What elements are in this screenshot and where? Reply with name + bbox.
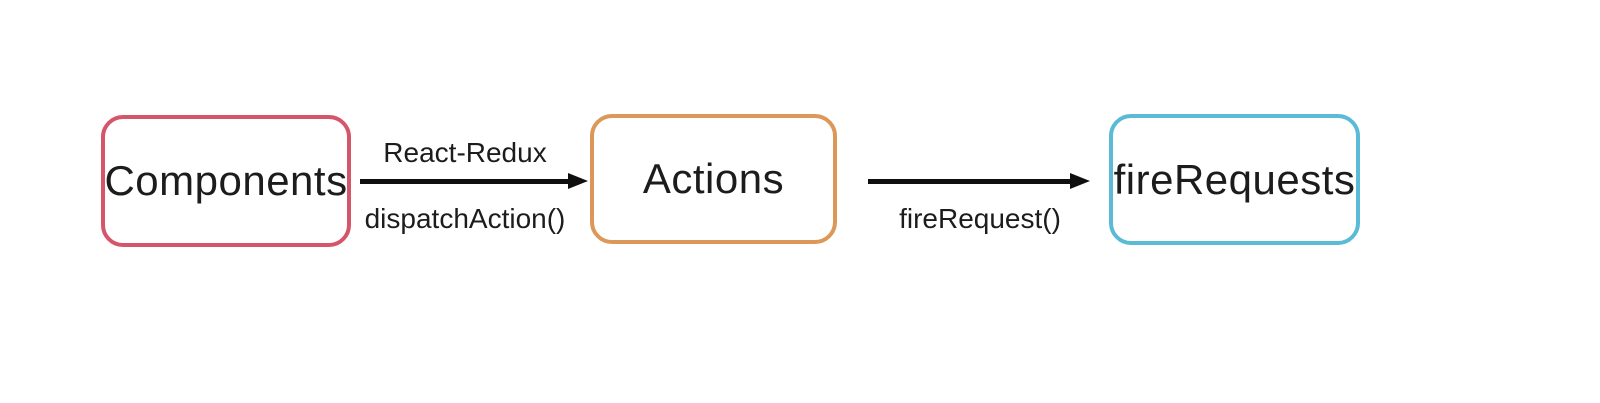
node-actions: Actions — [590, 114, 837, 244]
node-components-label: Components — [104, 157, 348, 204]
edge-components-actions-label-below: dispatchAction() — [364, 203, 566, 234]
edge-actions-firerequests-arrowhead-icon — [1070, 173, 1090, 189]
node-actions-label: Actions — [642, 155, 785, 202]
edge-components-actions-arrowhead-icon — [568, 173, 588, 189]
node-components: Components — [101, 115, 351, 247]
edge-components-actions-label-above: React-Redux — [383, 137, 547, 168]
edge-actions-firerequests-label-below: fireRequest() — [899, 203, 1061, 234]
edge-actions-firerequests-arrow-line — [868, 179, 1072, 184]
node-firerequests-label: fireRequests — [1113, 155, 1356, 203]
node-firerequests: fireRequests — [1109, 114, 1360, 245]
edge-components-actions-arrow-line — [360, 179, 570, 184]
